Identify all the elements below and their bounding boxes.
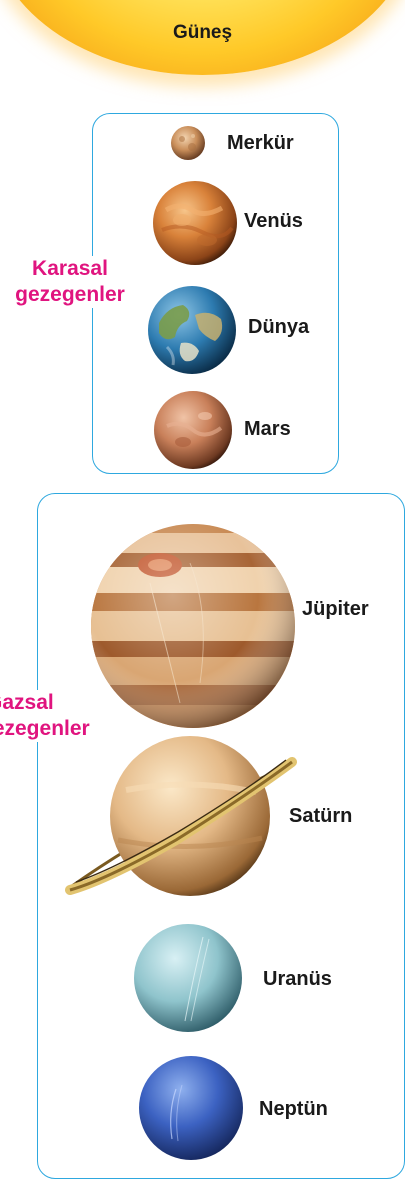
neptune-icon	[138, 1055, 244, 1161]
planet-label-neptune: Neptün	[259, 1098, 328, 1121]
mercury-icon	[170, 125, 206, 161]
planet-label-saturn: Satürn	[289, 805, 352, 828]
saturn-icon	[66, 730, 296, 902]
sun-label: Güneş	[0, 22, 405, 44]
planet-label-mars: Mars	[244, 418, 291, 441]
gas-group-label-line1: Gazsal	[0, 690, 56, 716]
terrestrial-group-label-line2: gezegenler	[0, 282, 140, 308]
planet-label-earth: Dünya	[248, 316, 309, 339]
venus-icon	[152, 180, 238, 266]
mars-icon	[153, 390, 233, 470]
gas-group-label-line2: gezegenler	[0, 716, 56, 742]
uranus-icon	[133, 923, 243, 1033]
terrestrial-group-label-line1: Karasal	[0, 256, 140, 282]
gas-group-label: Gazsal gezegenler	[0, 690, 56, 742]
jupiter-icon	[90, 523, 296, 729]
planet-label-venus: Venüs	[244, 210, 303, 233]
planet-label-jupiter: Jüpiter	[302, 598, 369, 621]
terrestrial-group-label: Karasal gezegenler	[0, 256, 140, 308]
planet-label-uranus: Uranüs	[263, 968, 332, 991]
earth-icon	[147, 285, 237, 375]
planet-label-mercury: Merkür	[227, 132, 294, 155]
